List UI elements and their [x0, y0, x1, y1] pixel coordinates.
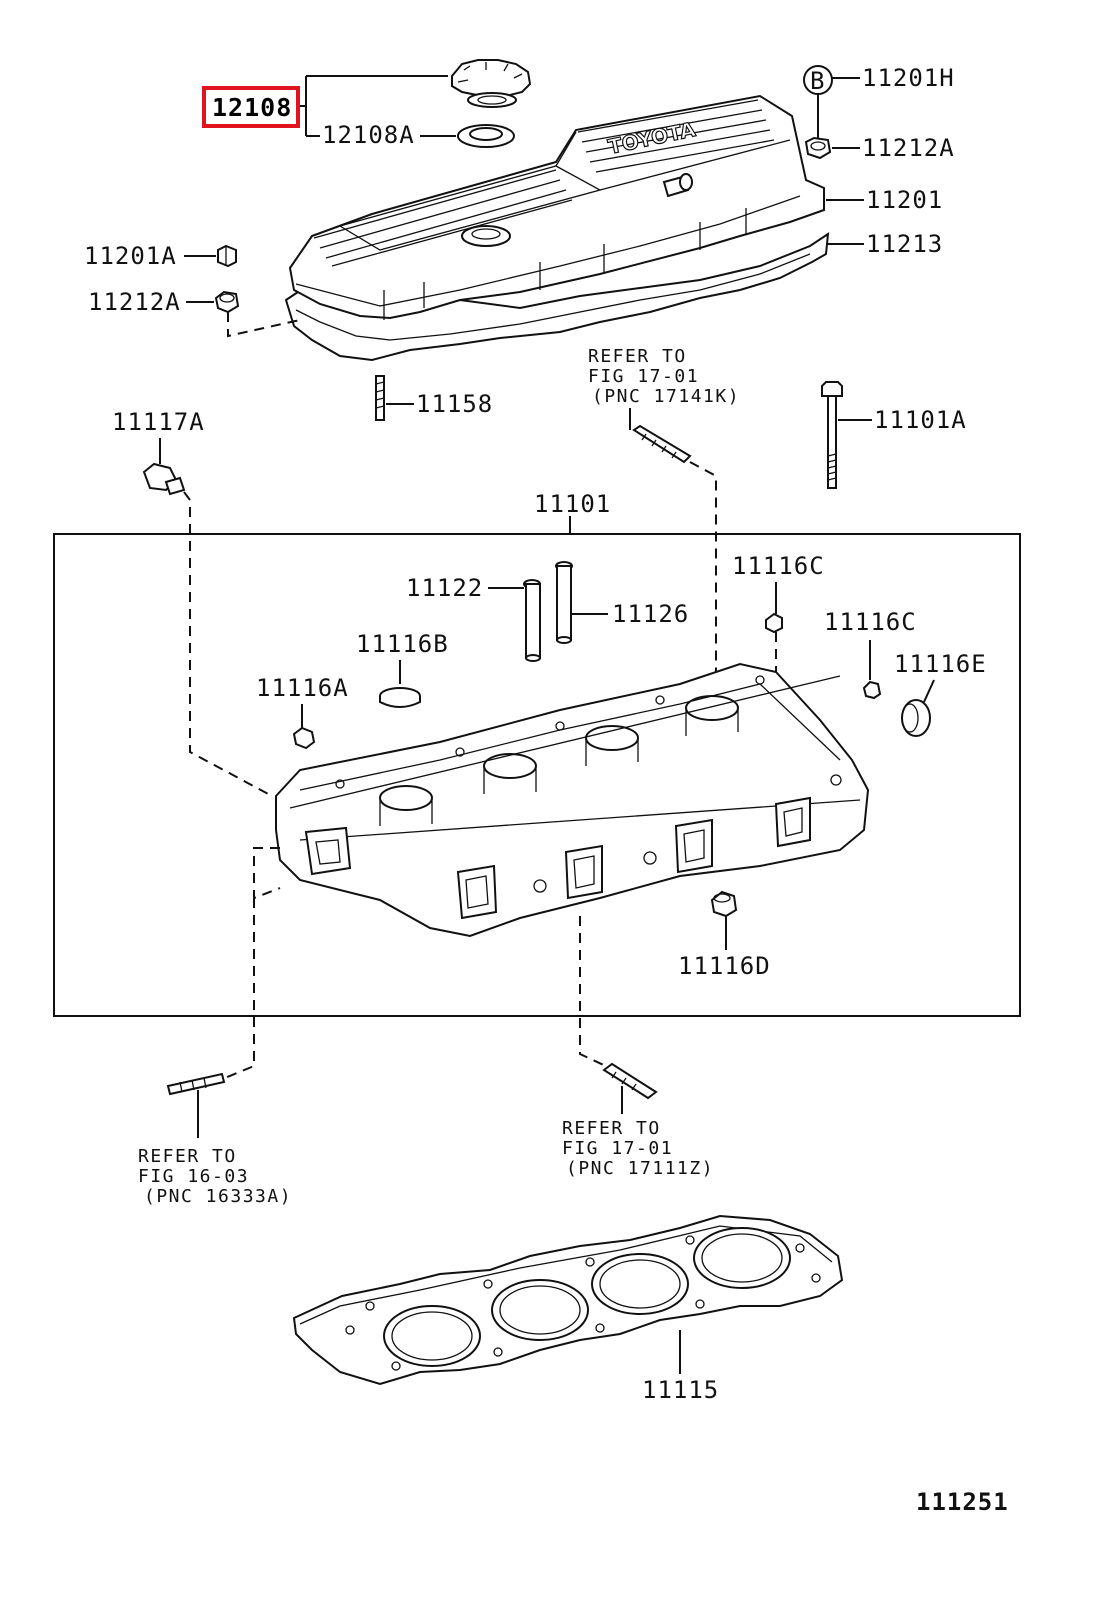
ref1-line2: FIG 17-01: [588, 366, 699, 387]
cylinder-head-cover[interactable]: TOYOTA: [284, 94, 830, 362]
ref3-line3: (PNC 17111Z): [566, 1158, 714, 1179]
highlight-box: [202, 86, 300, 128]
ref1-line3: (PNC 17141K): [592, 386, 740, 407]
valve-guide-11126[interactable]: [555, 561, 573, 644]
ref3-line1: REFER TO: [562, 1118, 661, 1139]
label-12108A[interactable]: 12108A: [322, 121, 415, 149]
nut-left[interactable]: [217, 244, 237, 268]
label-11126[interactable]: 11126: [612, 600, 689, 628]
stud-ref3[interactable]: [602, 1062, 658, 1100]
label-11116A[interactable]: 11116A: [256, 674, 349, 702]
circle-b-label: B: [810, 67, 825, 95]
label-12108[interactable]: 12108: [212, 93, 292, 122]
label-11122[interactable]: 11122: [406, 574, 483, 602]
label-11158[interactable]: 11158: [416, 390, 493, 418]
valve-guide-11122[interactable]: [523, 579, 541, 662]
label-11116C-b[interactable]: 11116C: [824, 608, 917, 636]
stud-ref1[interactable]: [632, 424, 692, 464]
stud-11158[interactable]: [375, 375, 385, 421]
label-11212A-left[interactable]: 11212A: [88, 288, 181, 316]
stud-ref2[interactable]: [166, 1072, 226, 1096]
label-11101A[interactable]: 11101A: [874, 406, 967, 434]
label-11116C-a[interactable]: 11116C: [732, 552, 825, 580]
cylinder-head[interactable]: [275, 662, 870, 938]
plug-11117A[interactable]: [142, 462, 186, 496]
plug-11116B[interactable]: [379, 687, 421, 708]
cylinder-head-box: [53, 533, 1021, 1017]
grommet-top[interactable]: [804, 136, 832, 160]
oil-filler-gasket[interactable]: [457, 124, 515, 148]
oil-filler-cap[interactable]: [451, 59, 532, 108]
ref2-line1: REFER TO: [138, 1146, 237, 1167]
label-11115[interactable]: 11115: [642, 1376, 719, 1404]
ref1-line1: REFER TO: [588, 346, 687, 367]
label-11201A[interactable]: 11201A: [84, 242, 177, 270]
ref2-line2: FIG 16-03: [138, 1166, 249, 1187]
label-11201[interactable]: 11201: [866, 186, 943, 214]
ref2-line3: (PNC 16333A): [144, 1186, 292, 1207]
plug-11116C-b[interactable]: [862, 680, 882, 700]
plug-11116A[interactable]: [292, 726, 316, 750]
label-11212A-top[interactable]: 11212A: [862, 134, 955, 162]
label-11116D[interactable]: 11116D: [678, 952, 771, 980]
diagram-id: 111251: [916, 1488, 1009, 1516]
bolt-11101A[interactable]: [821, 381, 843, 489]
label-11101[interactable]: 11101: [534, 490, 611, 518]
label-11201H[interactable]: 11201H: [862, 64, 955, 92]
plug-11116C-a[interactable]: [765, 612, 783, 634]
plug-11116D[interactable]: [710, 890, 738, 918]
plug-11116E[interactable]: [901, 699, 931, 737]
label-11116E[interactable]: 11116E: [894, 650, 987, 678]
cylinder-head-gasket[interactable]: [292, 1214, 844, 1386]
ref3-line2: FIG 17-01: [562, 1138, 673, 1159]
label-11116B[interactable]: 11116B: [356, 630, 449, 658]
label-11117A[interactable]: 11117A: [112, 408, 205, 436]
label-11213[interactable]: 11213: [866, 230, 943, 258]
grommet-left[interactable]: [214, 290, 240, 314]
